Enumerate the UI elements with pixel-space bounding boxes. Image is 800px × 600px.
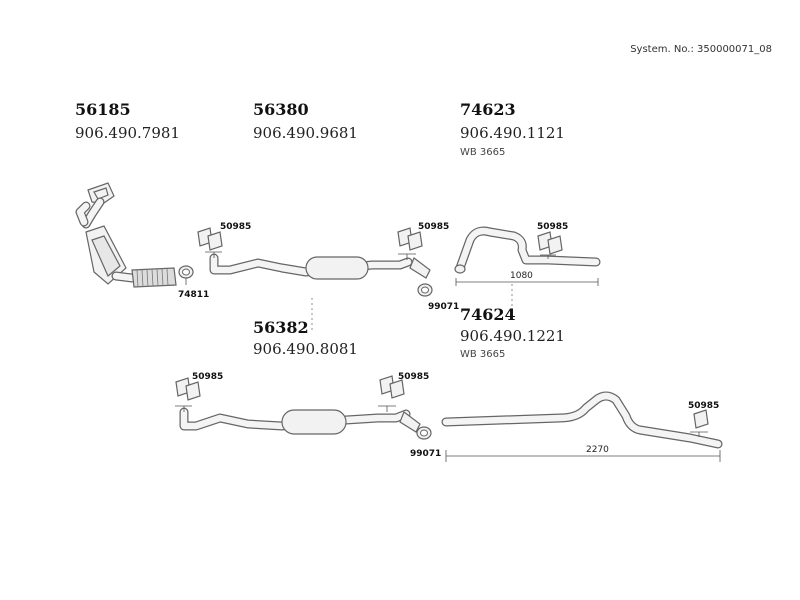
rubber-mount-4 [175, 377, 201, 401]
dimension-long: 2270 [586, 445, 609, 455]
label-clamp-74811: 74811 [178, 290, 209, 300]
front-pipe-56380 [205, 251, 431, 280]
label-rubber-4: 50985 [192, 372, 223, 382]
label-rubber-3: 50985 [537, 222, 568, 232]
clamp-99071-lower [416, 426, 432, 440]
oe-number-middle-alt: 906.490.8081 [253, 340, 358, 358]
rubber-mount-3 [537, 231, 563, 255]
oe-number-tail-short: 906.490.1121 [460, 124, 565, 142]
oe-number-cat: 906.490.7981 [75, 124, 180, 142]
clamp-99071-upper [417, 283, 433, 297]
label-clamp-99071-upper: 99071 [428, 302, 459, 312]
catalytic-converter [75, 182, 177, 288]
part-number-56380: 56380 [253, 100, 309, 119]
front-pipe-56382 [175, 405, 421, 435]
label-rubber-2: 50985 [418, 222, 449, 232]
label-rubber-5: 50985 [398, 372, 429, 382]
label-rubber-6: 50985 [688, 401, 719, 411]
dimension-short: 1080 [510, 271, 533, 281]
rubber-mount-1 [197, 227, 223, 251]
system-number: System. No.: 350000071_08 [630, 44, 772, 55]
part-number-74623: 74623 [460, 100, 516, 119]
oe-number-tail-long: 906.490.1221 [460, 327, 565, 345]
wb-number-tail-long: WB 3665 [460, 349, 506, 360]
tail-pipe-74623 [454, 226, 601, 306]
rubber-mount-5 [379, 375, 405, 399]
wb-number-tail-short: WB 3665 [460, 147, 506, 158]
label-rubber-1: 50985 [220, 222, 251, 232]
part-number-74624: 74624 [460, 305, 516, 324]
clamp-74811 [178, 265, 194, 285]
tail-pipe-74624 [441, 391, 723, 462]
label-clamp-99071-lower: 99071 [410, 449, 441, 459]
oe-number-front-pipe: 906.490.9681 [253, 124, 358, 142]
rubber-mount-2 [397, 227, 423, 251]
part-number-56382: 56382 [253, 318, 309, 337]
rubber-mount-6 [693, 409, 709, 429]
part-number-56185: 56185 [75, 100, 131, 119]
